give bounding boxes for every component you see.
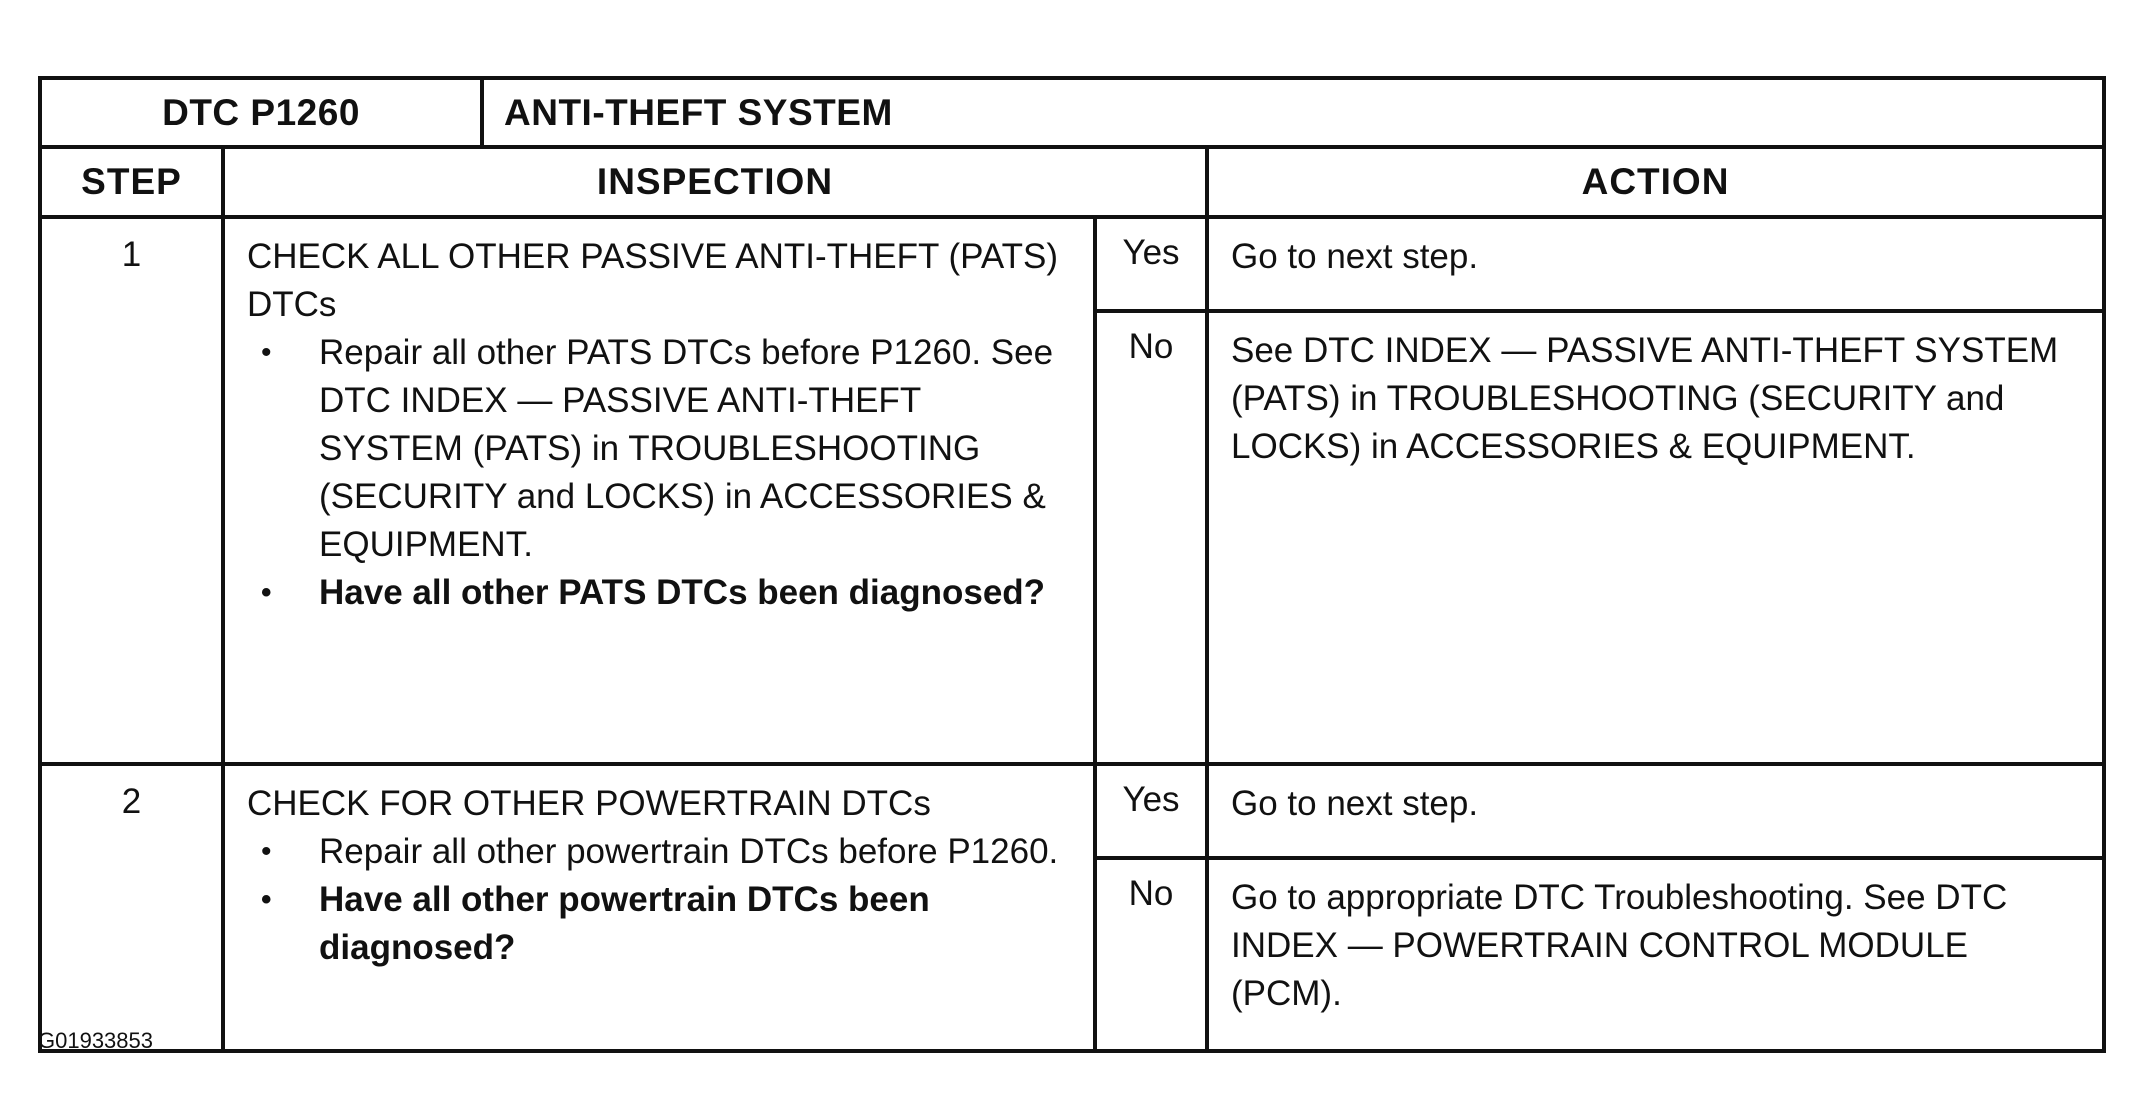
inspection-instruction: Repair all other PATS DTCs before P1260.… — [247, 329, 1069, 569]
answer-no-label: No — [1093, 309, 1209, 766]
action-no: Go to appropriate DTC Troubleshooting. S… — [1204, 856, 2107, 1053]
action-yes: Go to next step. — [1204, 215, 2107, 313]
step-1-inspection: CHECK ALL OTHER PASSIVE ANTI-THEFT (PATS… — [221, 215, 1097, 766]
title-row: DTC P1260 ANTI-THEFT SYSTEM — [38, 76, 2107, 149]
inspection-instruction: Repair all other powertrain DTCs before … — [247, 828, 1069, 876]
inspection-question: Have all other powertrain DTCs been diag… — [247, 876, 1069, 972]
inspection-bullets: Repair all other PATS DTCs before P1260.… — [247, 329, 1069, 617]
step-1-yes-row: 1 CHECK ALL OTHER PASSIVE ANTI-THEFT (PA… — [38, 215, 2107, 766]
answer-no-label: No — [1093, 856, 1209, 1053]
header-action: ACTION — [1204, 145, 2107, 219]
answer-yes-label: Yes — [1093, 215, 1209, 313]
step-2-no-row: No Go to appropriate DTC Troubleshooting… — [40, 856, 2107, 1053]
dtc-code: DTC P1260 — [38, 76, 484, 149]
dtc-procedure-table: DTC P1260 ANTI-THEFT SYSTEM STEP INSPECT… — [38, 76, 2107, 1053]
inspection-heading: CHECK FOR OTHER POWERTRAIN DTCs — [247, 784, 931, 823]
header-inspection: INSPECTION — [221, 145, 1209, 219]
system-title: ANTI-THEFT SYSTEM — [479, 76, 2107, 149]
inspection-bullets: Repair all other powertrain DTCs before … — [247, 828, 1069, 972]
step-2-inspection: CHECK FOR OTHER POWERTRAIN DTCs Repair a… — [221, 762, 1097, 1053]
header-row: STEP INSPECTION ACTION — [38, 145, 2107, 219]
action-no: See DTC INDEX — PASSIVE ANTI-THEFT SYSTE… — [1204, 309, 2107, 766]
inspection-question: Have all other PATS DTCs been diagnosed? — [247, 569, 1069, 617]
step-2-yes-row: 2 CHECK FOR OTHER POWERTRAIN DTCs Repair… — [38, 762, 2107, 1053]
header-step: STEP — [38, 145, 225, 219]
step-number: 2 — [38, 762, 225, 1053]
step-number: 1 — [38, 215, 225, 766]
inspection-heading: CHECK ALL OTHER PASSIVE ANTI-THEFT (PATS… — [247, 237, 1058, 324]
figure-id: G01933853 — [38, 1028, 153, 1053]
step-1-no-row: No See DTC INDEX — PASSIVE ANTI-THEFT SY… — [40, 309, 2107, 766]
action-yes: Go to next step. — [1204, 762, 2107, 860]
answer-yes-label: Yes — [1093, 762, 1209, 860]
